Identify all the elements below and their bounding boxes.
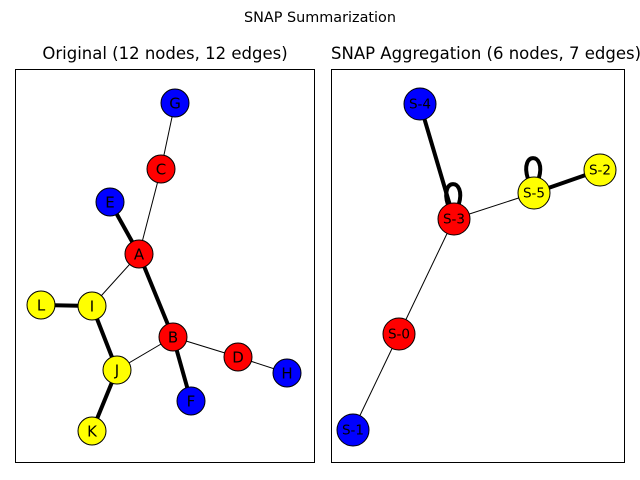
panel-title-original: Original (12 nodes, 12 edges) bbox=[42, 44, 288, 63]
figure-suptitle: SNAP Summarization bbox=[244, 10, 396, 26]
panel-original-frame bbox=[15, 69, 315, 463]
panel-snap-frame bbox=[331, 69, 625, 463]
panel-title-snap-aggregation: SNAP Aggregation (6 nodes, 7 edges) bbox=[331, 44, 640, 63]
